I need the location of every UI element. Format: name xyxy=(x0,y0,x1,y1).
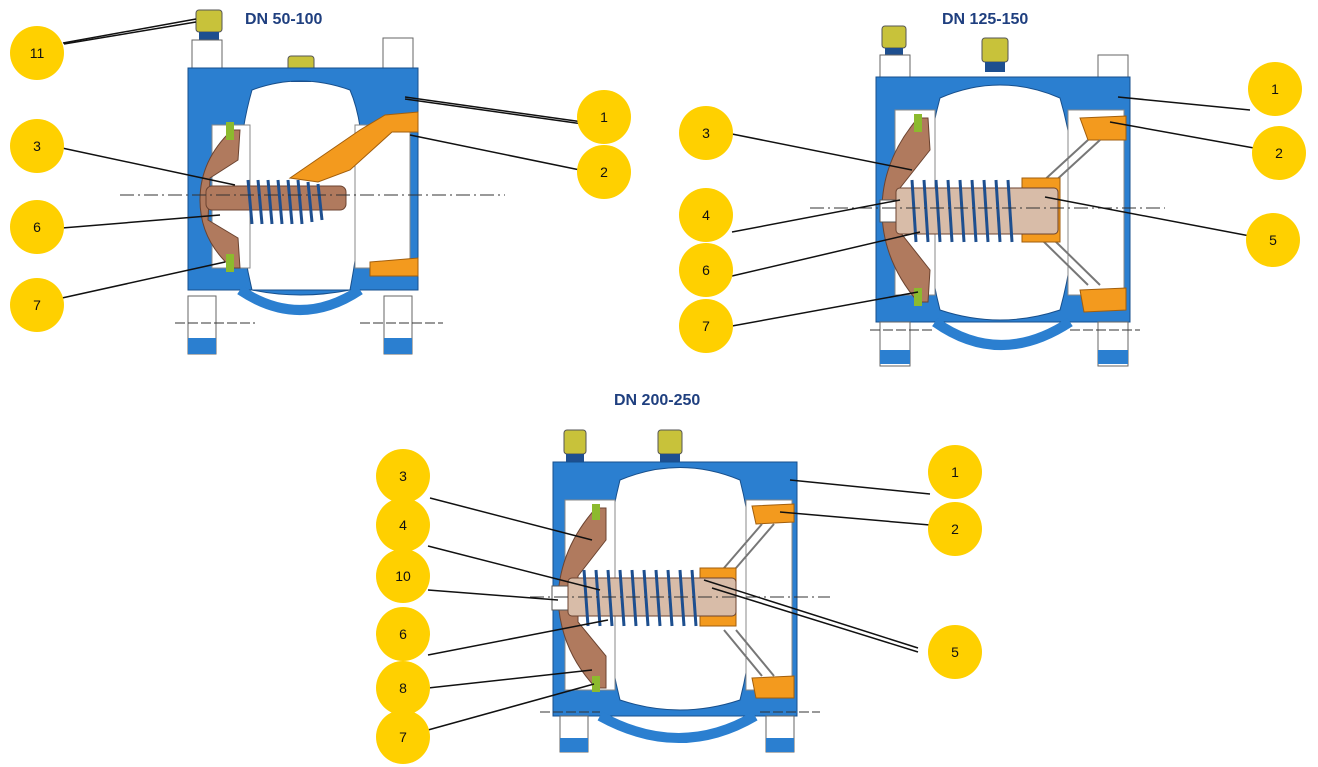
callout-7: 7 xyxy=(679,299,733,353)
svg-text:2: 2 xyxy=(1275,145,1283,161)
svg-text:6: 6 xyxy=(399,626,407,642)
svg-text:4: 4 xyxy=(702,207,710,223)
svg-text:3: 3 xyxy=(33,138,41,154)
guide xyxy=(288,111,419,183)
svg-text:6: 6 xyxy=(702,262,710,278)
callout-5: 5 xyxy=(1246,213,1300,267)
callout-3: 3 xyxy=(10,119,64,173)
callout-2: 2 xyxy=(928,502,982,556)
callout-11: 11 xyxy=(10,26,64,80)
plug-icon xyxy=(881,25,1009,72)
callout-3: 3 xyxy=(376,449,430,503)
diagram-dn-200-250: DN 200-250 xyxy=(376,392,982,764)
diagram-title: DN 125-150 xyxy=(942,11,1028,28)
svg-text:1: 1 xyxy=(600,109,608,125)
svg-text:1: 1 xyxy=(951,464,959,480)
callout-2: 2 xyxy=(1252,126,1306,180)
callout-3: 3 xyxy=(679,106,733,160)
svg-text:1: 1 xyxy=(1271,81,1279,97)
spring xyxy=(910,179,1014,243)
callout-5: 5 xyxy=(928,625,982,679)
svg-text:2: 2 xyxy=(951,521,959,537)
svg-text:10: 10 xyxy=(395,568,411,584)
svg-text:6: 6 xyxy=(33,219,41,235)
callout-7: 7 xyxy=(376,710,430,764)
diagram-dn-50-100: DN 50-100 xyxy=(10,9,631,355)
svg-text:3: 3 xyxy=(399,468,407,484)
callout-10: 10 xyxy=(376,549,430,603)
svg-text:7: 7 xyxy=(33,297,41,313)
callout-6: 6 xyxy=(10,200,64,254)
svg-text:4: 4 xyxy=(399,517,407,533)
callout-1: 1 xyxy=(928,445,982,499)
callout-1: 1 xyxy=(1248,62,1302,116)
spring xyxy=(246,179,324,225)
callout-1: 1 xyxy=(577,90,631,144)
spring xyxy=(582,569,698,627)
callout-4: 4 xyxy=(376,498,430,552)
svg-text:7: 7 xyxy=(399,729,407,745)
callout-2: 2 xyxy=(577,145,631,199)
plug-icon xyxy=(563,429,683,464)
svg-text:5: 5 xyxy=(1269,232,1277,248)
callout-7: 7 xyxy=(10,278,64,332)
svg-text:11: 11 xyxy=(30,45,45,61)
callout-6: 6 xyxy=(679,243,733,297)
callout-6: 6 xyxy=(376,607,430,661)
svg-text:3: 3 xyxy=(702,125,710,141)
diagram-dn-125-150: DN 125-150 xyxy=(679,11,1306,367)
diagram-title: DN 50-100 xyxy=(245,11,322,28)
callout-8: 8 xyxy=(376,661,430,715)
svg-text:5: 5 xyxy=(951,644,959,660)
svg-text:2: 2 xyxy=(600,164,608,180)
diagram-title: DN 200-250 xyxy=(614,392,700,409)
svg-text:8: 8 xyxy=(399,680,407,696)
disc xyxy=(557,507,607,689)
svg-text:7: 7 xyxy=(702,318,710,334)
disc xyxy=(881,117,931,303)
callout-4: 4 xyxy=(679,188,733,242)
